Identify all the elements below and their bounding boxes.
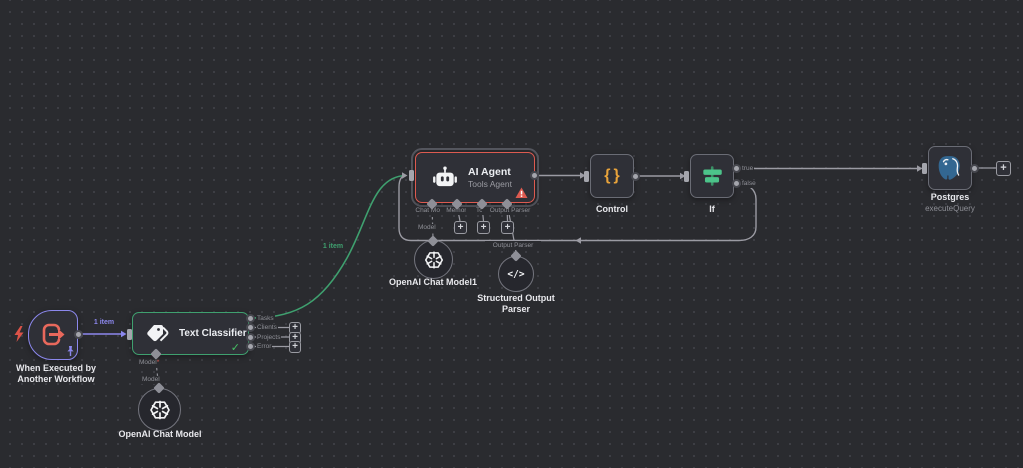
signpost-icon	[703, 166, 722, 186]
node-openai-chat-model1[interactable]	[414, 240, 453, 279]
required-marker: *	[156, 359, 160, 366]
lightning-bolt-icon	[14, 326, 24, 342]
node-structured-output-parser[interactable]: </>	[498, 256, 534, 292]
sop-label-line1: Structured Output	[477, 293, 555, 303]
execute-workflow-icon	[42, 323, 67, 346]
tags-icon	[147, 324, 169, 341]
node-ai-agent[interactable]: AI Agent Tools Agent	[415, 152, 535, 203]
classifier-output-projects[interactable]	[245, 332, 255, 342]
arrowhead-false-loop	[575, 237, 581, 244]
add-memory-button[interactable]: +	[454, 221, 467, 234]
port-label-chat-model: Chat Model	[404, 207, 460, 215]
connection-if-false-to-agent[interactable]	[398, 174, 757, 242]
trigger-output-port[interactable]	[74, 329, 83, 339]
ai-agent-text-block: AI Agent Tools Agent	[468, 166, 512, 189]
success-check-icon: ✓	[230, 342, 240, 354]
openai-chat-model1-label: OpenAI Chat Model1	[388, 277, 477, 287]
ai-agent-input-port[interactable]	[409, 170, 414, 181]
openai-logo-icon	[424, 250, 443, 269]
control-input-port[interactable]	[584, 170, 589, 182]
if-false-label: false	[741, 179, 757, 188]
node-openai-chat-model[interactable]	[138, 388, 181, 431]
ai-agent-output-port[interactable]	[529, 171, 539, 180]
code-brackets-icon: </>	[507, 268, 525, 280]
openai-logo-icon	[149, 400, 170, 419]
classifier-model-wire-label: Model	[141, 376, 161, 384]
add-tool-button[interactable]: +	[477, 221, 490, 234]
if-true-label: true	[741, 164, 755, 173]
trigger-label-line2: Another Workflow	[17, 374, 95, 384]
output-label-error: Error	[256, 343, 273, 351]
add-node-button-error[interactable]: +	[289, 341, 301, 353]
sop-label-line2: Parser	[501, 304, 531, 314]
connection-classifier-to-agent[interactable]	[250, 174, 407, 319]
robot-icon	[433, 166, 457, 186]
node-when-executed-by-another-workflow[interactable]	[28, 310, 78, 360]
if-label: If	[709, 204, 715, 214]
classifier-output-clients[interactable]	[245, 323, 255, 332]
sop-label: Structured Output Parser	[446, 293, 586, 315]
classifier-output-tasks[interactable]	[245, 313, 255, 323]
classifier-model-port-label: Model*	[138, 359, 161, 367]
output-label-clients: Clients	[256, 324, 278, 332]
if-output-true[interactable]	[731, 164, 741, 173]
postgres-sublabel: executeQuery	[925, 204, 975, 213]
control-label: Control	[596, 204, 628, 214]
postgres-output-port[interactable]	[969, 163, 979, 173]
ai-agent-title: AI Agent	[468, 166, 511, 178]
connection-items-label-green: 1 item	[316, 242, 350, 251]
openai-chat-model-label: OpenAI Chat Model	[118, 429, 202, 439]
arrowhead-into-agent	[402, 172, 408, 179]
trigger-node-label: When Executed by Another Workflow	[6, 363, 106, 385]
node-control[interactable]: {}	[590, 154, 634, 198]
pin-icon	[67, 346, 74, 356]
control-output-port[interactable]	[630, 171, 640, 181]
arrowhead-into-classifier	[121, 330, 127, 338]
trigger-label-line1: When Executed by	[15, 363, 96, 373]
add-node-button-postgres[interactable]: +	[996, 160, 1011, 176]
output-label-tasks: Tasks	[256, 314, 275, 323]
ai-agent-subtitle: Tools Agent	[468, 179, 512, 189]
output-parser-wire-label: Output Parser	[485, 241, 541, 250]
arrowhead-into-if	[680, 172, 686, 180]
text-classifier-title: Text Classifier	[179, 328, 247, 339]
port-label-memory: Memory	[440, 207, 476, 215]
arrowhead-into-postgres	[917, 165, 923, 172]
connection-items-label: 1 item	[88, 318, 120, 327]
agent-model-wire-label: Model	[417, 224, 437, 232]
warning-triangle-icon[interactable]	[515, 187, 528, 199]
node-postgres[interactable]	[928, 146, 972, 190]
if-input-port[interactable]	[684, 170, 689, 182]
add-outputparser-button[interactable]: +	[501, 221, 514, 234]
postgres-input-port[interactable]	[922, 163, 927, 174]
postgres-label: Postgres	[930, 192, 970, 202]
output-label-projects: Projects	[256, 333, 282, 342]
braces-icon: {}	[604, 167, 623, 184]
node-text-classifier[interactable]: Text Classifier ✓	[132, 312, 249, 355]
arrowhead-into-control	[580, 172, 586, 179]
if-output-false[interactable]	[731, 179, 741, 188]
classifier-output-error[interactable]	[245, 342, 255, 351]
node-if[interactable]	[690, 154, 734, 198]
postgres-elephant-icon	[938, 155, 960, 180]
model-port-text: Model	[139, 359, 157, 366]
classifier-input-port[interactable]	[127, 328, 132, 340]
port-label-output-parser: Output Parser	[482, 207, 538, 215]
